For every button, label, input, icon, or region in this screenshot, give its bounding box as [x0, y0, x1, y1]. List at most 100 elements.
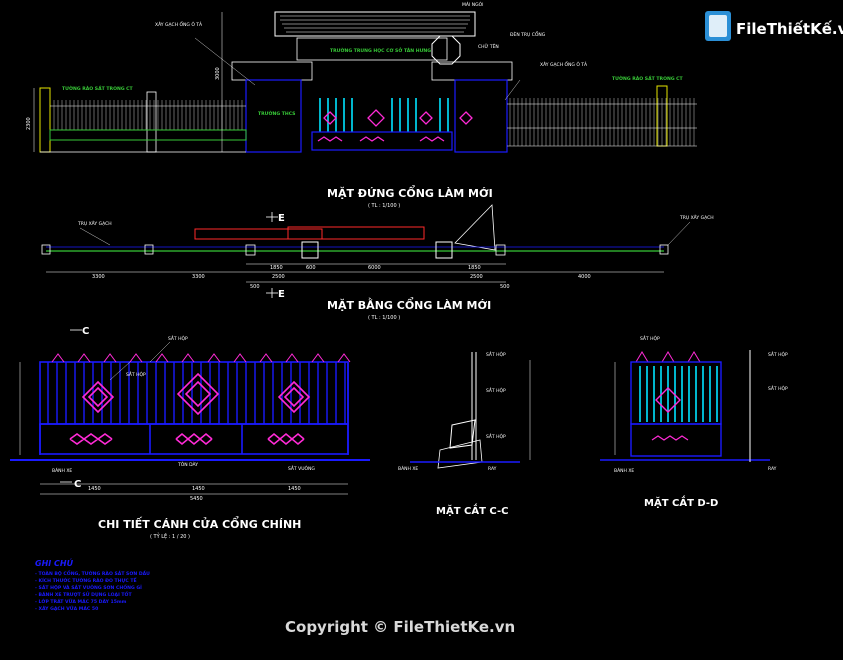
lamp-label: ĐÈN TRỤ CỔNG	[510, 30, 546, 38]
gate-leaf-detail: C SẮT HỘP SẮT HỘP BÁNH XE TÔN DÀY SẮT V	[10, 326, 370, 502]
section-c-title: MẶT CẮT C-C	[436, 502, 508, 517]
left-fence-pickets	[53, 100, 243, 130]
plan-pillar-left	[301, 241, 319, 259]
plan-dim-11: 500	[500, 284, 510, 290]
section-d-title: MẶT CẮT D-D	[644, 494, 718, 509]
leaf-dim-2: 1450	[192, 486, 205, 492]
sliding-leaf-a	[194, 228, 323, 240]
plan-dim-1: 3300	[92, 274, 105, 280]
plan-label-left: TRỤ XÂY GẠCH	[77, 220, 112, 227]
gate-roof	[274, 11, 476, 37]
leaf-ornaments	[69, 372, 311, 446]
section-c-label-5: RAY	[488, 466, 497, 472]
left-fence-base	[49, 129, 247, 141]
plan-pillar-right	[435, 241, 453, 259]
note-line-3: - SẮT HỘP VÀ SẮT VUÔNG SƠN CHỐNG GỈ	[35, 583, 142, 591]
section-marker-e-top: E	[278, 213, 285, 224]
right-pillar-roof	[431, 61, 513, 81]
plan-dim-10: 500	[250, 284, 260, 290]
left-fence-bars	[50, 105, 246, 131]
leaf-label-1: SẮT HỘP	[168, 334, 188, 342]
plan-dimensions: 3300 3300 1850 600 6000 1850 4000 2500 2…	[92, 265, 591, 290]
note-line-1: - TOÀN BỘ CỔNG, TƯỜNG RÀO SẮT SƠN DẦU	[35, 568, 150, 577]
section-d-bars	[639, 366, 718, 422]
left-pillar	[245, 79, 302, 153]
gate-detail-scale: ( TỶ LỆ : 1 / 20 )	[150, 532, 190, 540]
section-marker-c-top: C	[82, 326, 89, 337]
section-marker-e-bottom: E	[278, 289, 285, 300]
swing-leaf	[454, 204, 496, 251]
leaf-dim-3: 1450	[288, 486, 301, 492]
plan-scale: ( TL : 1/100 )	[368, 315, 400, 321]
gate-ornaments	[317, 109, 473, 142]
section-c-label-1: SẮT HỘP	[486, 350, 506, 358]
plan-dim-5: 6000	[368, 265, 381, 271]
section-d-label-4: BÁNH XE	[614, 467, 634, 474]
section-c-label-3: SẮT HỘP	[486, 432, 506, 440]
plan-dim-4: 600	[306, 265, 316, 271]
sliding-leaf-b	[287, 226, 425, 240]
plan-dim-3: 1850	[270, 265, 283, 271]
gate-elevation: TRƯỜNG TRUNG HỌC CƠ SỞ TÂN HƯNG CHỮ TÊN …	[26, 1, 697, 153]
plan-dim-2: 3300	[192, 274, 205, 280]
section-c-label-4: BÁNH XE	[398, 465, 418, 472]
section-c-label-2: SẮT HỘP	[486, 386, 506, 394]
notes-heading: GHI CHÚ	[35, 557, 74, 568]
left-pillar-sign: TRƯỜNG THCS	[258, 110, 295, 117]
right-fence-rails	[507, 103, 697, 147]
leaf-label-3: BÁNH XE	[52, 467, 72, 474]
lamp-octagon	[431, 35, 461, 65]
roof-label: MÁI NGÓI	[462, 1, 483, 8]
roof-tiles	[280, 15, 470, 33]
right-pillar	[454, 79, 508, 153]
gate-bottom-panel	[311, 131, 453, 151]
section-marker-c-bottom: C	[74, 479, 81, 490]
section-d-label-5: RAY	[768, 466, 777, 472]
section-c-c: SẮT HỘP SẮT HỘP SẮT HỘP BÁNH XE RAY	[398, 350, 531, 472]
wall-note-right: XÂY GẠCH ỐNG Ô TẢ	[540, 60, 588, 68]
plan-title: MẶT BẰNG CỔNG LÀM MỚI	[327, 297, 491, 312]
note-line-6: - XÂY GẠCH VỮA MÁC 50	[35, 605, 98, 612]
leaf-dim-total: 5450	[190, 496, 203, 502]
note-line-5: - LỚP TRÁT VỮA MÁC 75 DÀY 15mm	[35, 598, 127, 605]
right-fence-label: TƯỜNG RÀO SẮT TRONG CT	[612, 74, 684, 82]
post-height-dim: 3000	[215, 67, 221, 80]
elevation-title: MẶT ĐỨNG CỔNG LÀM MỚI	[327, 185, 493, 200]
section-d-d: SẮT HỘP SẮT HỘP SẮT HỘP BÁNH XE RAY	[600, 334, 788, 474]
gate-bars	[319, 98, 449, 132]
clock-label: CHỮ TÊN	[478, 42, 499, 50]
left-end-post	[39, 87, 51, 153]
sign-band	[296, 37, 448, 61]
filethietke-logo: FileThiếtKế.vn	[705, 11, 843, 41]
school-sign-text: TRƯỜNG TRUNG HỌC CƠ SỞ TÂN HƯNG	[330, 46, 431, 54]
notes-block: GHI CHÚ - TOÀN BỘ CỔNG, TƯỜNG RÀO SẮT SƠ…	[35, 557, 150, 612]
plan-dim-8: 2500	[272, 274, 285, 280]
left-height-dim: 2300	[26, 117, 32, 130]
leaf-label-4: TÔN DÀY	[177, 461, 198, 468]
left-mid-post	[146, 91, 157, 153]
wall-note-left: XÂY GẠCH ỐNG Ô TẢ	[155, 20, 203, 28]
leaf-spikes	[51, 353, 351, 363]
left-fence-label: TƯỜNG RÀO SẮT TRONG CT	[62, 84, 134, 92]
section-d-label-1: SẮT HỘP	[640, 334, 660, 342]
plan-dim-6: 1850	[468, 265, 481, 271]
gate-plan: 3300 3300 1850 600 6000 1850 4000 2500 2…	[41, 204, 714, 300]
right-fence-pickets	[509, 98, 695, 146]
leaf-label-2: SẮT HỘP	[126, 370, 146, 378]
copyright-text: Copyright © FileThietKe.vn	[285, 618, 515, 636]
logo-text: FileThiếtKế.vn	[736, 19, 843, 38]
left-pillar-roof	[231, 61, 313, 81]
section-d-label-2: SẮT HỘP	[768, 350, 788, 358]
section-d-label-3: SẮT HỘP	[768, 384, 788, 392]
leaf-dim-1: 1450	[88, 486, 101, 492]
gate-detail-title: CHI TIẾT CÁNH CỬA CỔNG CHÍNH	[98, 516, 301, 531]
leaf-label-5: SẮT VUÔNG	[288, 464, 315, 472]
note-line-4: - BÁNH XE TRƯỢT SỬ DỤNG LOẠI TỐT	[35, 590, 132, 598]
plan-dim-7: 4000	[578, 274, 591, 280]
plan-dim-9: 2500	[470, 274, 483, 280]
plan-label-right: TRỤ XÂY GẠCH	[679, 214, 714, 221]
note-line-2: - KÍCH THƯỚC TƯỜNG RÀO ĐO THỰC TẾ	[35, 576, 137, 584]
elevation-scale: ( TL : 1/100 )	[368, 203, 400, 209]
